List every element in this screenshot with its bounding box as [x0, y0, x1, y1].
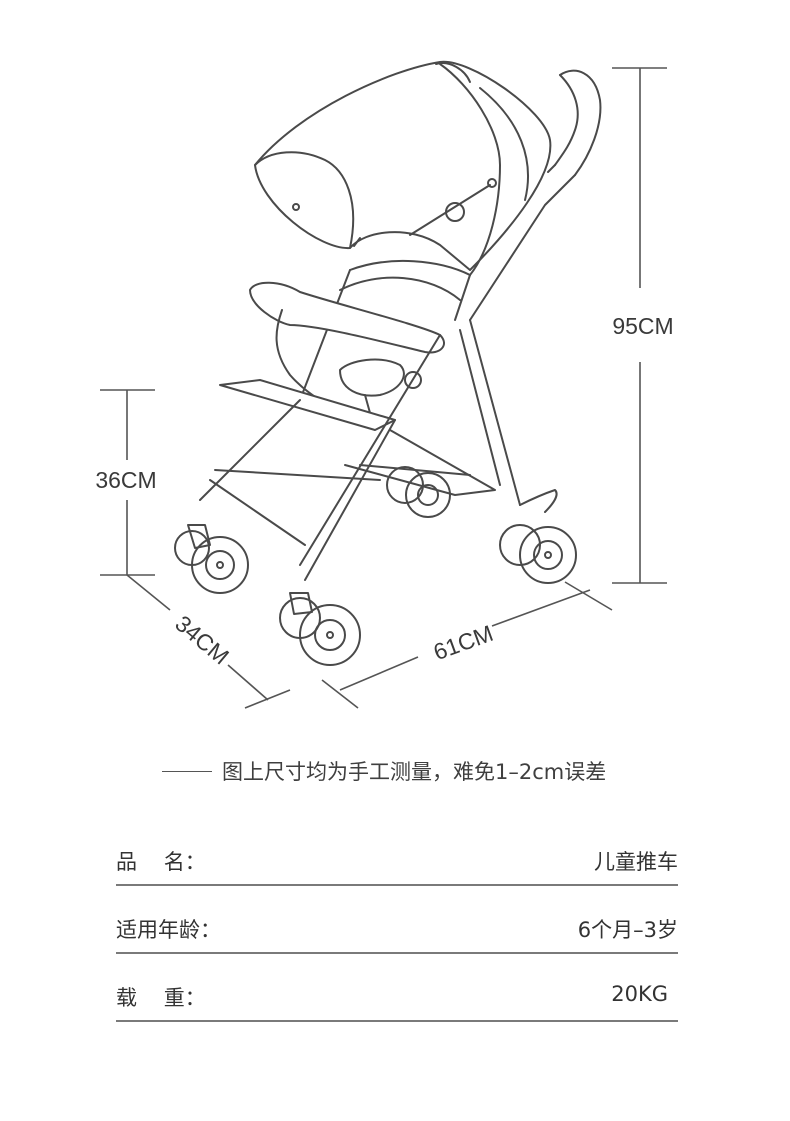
length-dimension-left-tick	[321, 679, 359, 709]
spec-row-product-name: 品 名： 儿童推车	[116, 838, 678, 886]
length-dimension-right-tick	[564, 581, 613, 611]
spec-label-age-range: 适用年龄：	[116, 918, 221, 942]
rear-right-wheel	[499, 524, 577, 584]
length-dimension-line-lower	[339, 656, 419, 691]
spec-value-load-capacity: 20KG	[611, 982, 668, 1006]
length-label: 61CM	[430, 620, 497, 665]
width-dimension-line-lower	[227, 664, 269, 701]
stroller-illustration	[174, 60, 602, 666]
spec-label-product-name: 品 名：	[116, 850, 206, 874]
width-dimension-bottom-tick	[244, 689, 291, 709]
note-dash	[162, 770, 212, 772]
width-dimension-line-upper	[126, 574, 171, 611]
measurement-note-text: 图上尺寸均为手工测量，难免1–2cm误差	[222, 760, 607, 784]
spec-value-product-name: 儿童推车	[594, 850, 678, 874]
dimension-lines	[100, 67, 667, 709]
rear-left-wheel	[386, 466, 451, 518]
front-right-wheel	[279, 592, 361, 666]
stroller-dimension-diagram: 95CM 36CM 34CM 61CM	[95, 60, 674, 709]
seat-height-label: 36CM	[95, 467, 156, 493]
front-left-wheel	[174, 524, 249, 594]
measurement-note: 图上尺寸均为手工测量，难免1–2cm误差	[162, 756, 606, 786]
height-label: 95CM	[612, 313, 673, 339]
width-label: 34CM	[170, 610, 234, 669]
spec-label-load-capacity: 载 重：	[116, 986, 206, 1010]
spec-value-age-range: 6个月–3岁	[577, 918, 678, 942]
spec-row-age-range: 适用年龄： 6个月–3岁	[116, 906, 678, 954]
spec-row-load-capacity: 载 重： 20KG	[116, 974, 678, 1022]
length-dimension-line-upper	[491, 589, 591, 627]
